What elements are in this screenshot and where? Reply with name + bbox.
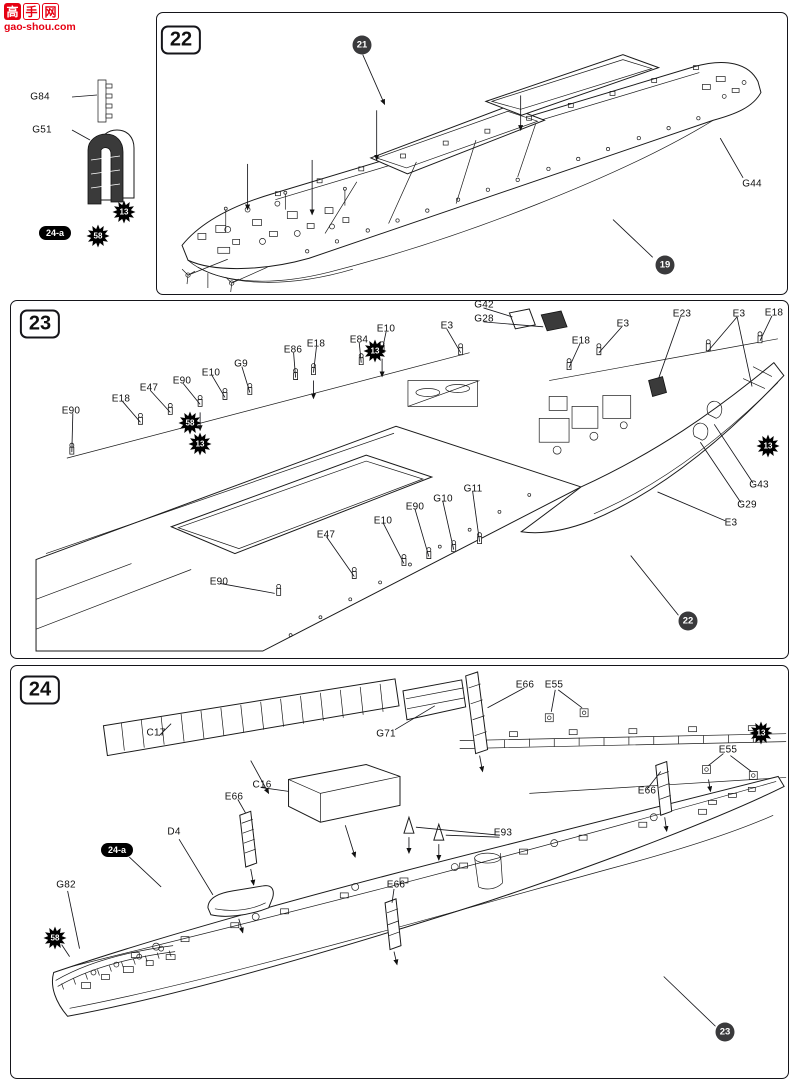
- part-label-E3: E3: [732, 308, 746, 320]
- step-ref-23: 23: [715, 1022, 735, 1042]
- part-label-E90: E90: [209, 576, 229, 588]
- subassembly-ref-24-a: 24-a: [38, 226, 72, 240]
- watermark-logo: 高 手 网: [4, 3, 76, 20]
- part-label-E86: E86: [283, 344, 303, 356]
- part-label-E3: E3: [616, 318, 630, 330]
- step-ref-19: 19: [655, 255, 675, 275]
- step-22-panel: [156, 12, 788, 295]
- part-label-E55: E55: [718, 744, 738, 756]
- part-label-D4: D4: [167, 826, 181, 838]
- part-label-E90: E90: [172, 375, 192, 387]
- part-label-G28: G28: [474, 313, 494, 325]
- part-label-G9: G9: [234, 358, 248, 370]
- step-23-panel: [10, 300, 789, 659]
- part-label-E84: E84: [349, 334, 369, 346]
- paint-marker-13: 13: [749, 721, 773, 745]
- step-24-panel: [10, 665, 789, 1079]
- paint-marker-58: 58: [43, 926, 67, 950]
- part-label-E10: E10: [376, 323, 396, 335]
- part-label-C16: C16: [252, 779, 272, 791]
- part-label-G71: G71: [376, 728, 396, 740]
- part-label-G42: G42: [474, 299, 494, 311]
- step-number-24: 24: [19, 675, 61, 705]
- step-24-illustration: [51, 671, 787, 1027]
- step-number-22: 22: [160, 25, 202, 55]
- part-label-E18: E18: [571, 335, 591, 347]
- paint-marker-58: 58: [86, 224, 110, 248]
- part-label-E3: E3: [440, 320, 454, 332]
- step-number-23: 23: [19, 309, 61, 339]
- part-label-E18: E18: [764, 307, 784, 319]
- subassembly-ref-24-a: 24-a: [100, 843, 134, 857]
- paint-marker-13: 13: [756, 434, 780, 458]
- part-label-E66: E66: [386, 879, 406, 891]
- part-label-G51: G51: [32, 124, 52, 136]
- part-label-E55: E55: [544, 679, 564, 691]
- part-label-E93: E93: [493, 827, 513, 839]
- part-label-E18: E18: [111, 393, 131, 405]
- part-label-E10: E10: [373, 515, 393, 527]
- step-23-illustration: [35, 307, 785, 652]
- watermark-char-2: 手: [23, 3, 40, 20]
- part-label-G44: G44: [742, 178, 762, 190]
- loose-parts-illustration: [71, 79, 135, 205]
- part-label-G11: G11: [463, 483, 483, 495]
- watermark-char-3: 网: [42, 3, 59, 20]
- paint-marker-58: 58: [178, 411, 202, 435]
- step-ref-22: 22: [678, 611, 698, 631]
- part-label-E66: E66: [515, 679, 535, 691]
- step-22-illustration: [181, 54, 762, 293]
- part-label-G29: G29: [737, 499, 757, 511]
- part-label-E47: E47: [139, 382, 159, 394]
- paint-marker-13: 13: [112, 200, 136, 224]
- part-label-E18: E18: [306, 338, 326, 350]
- part-label-E90: E90: [405, 501, 425, 513]
- part-label-G43: G43: [749, 479, 769, 491]
- part-label-G82: G82: [56, 879, 76, 891]
- part-label-E66: E66: [224, 791, 244, 803]
- step-ref-21: 21: [352, 35, 372, 55]
- part-label-E66: E66: [637, 785, 657, 797]
- part-label-E10: E10: [201, 367, 221, 379]
- part-label-E47: E47: [316, 529, 336, 541]
- paint-marker-13: 13: [188, 432, 212, 456]
- watermark-char-1: 高: [4, 3, 21, 20]
- watermark: 高 手 网 gao-shou.com: [4, 3, 76, 33]
- watermark-url: gao-shou.com: [4, 21, 76, 33]
- part-label-G84: G84: [30, 91, 50, 103]
- part-label-C17: C17: [146, 727, 166, 739]
- part-label-E3: E3: [724, 517, 738, 529]
- part-label-E90: E90: [61, 405, 81, 417]
- part-label-E23: E23: [672, 308, 692, 320]
- part-label-G10: G10: [433, 493, 453, 505]
